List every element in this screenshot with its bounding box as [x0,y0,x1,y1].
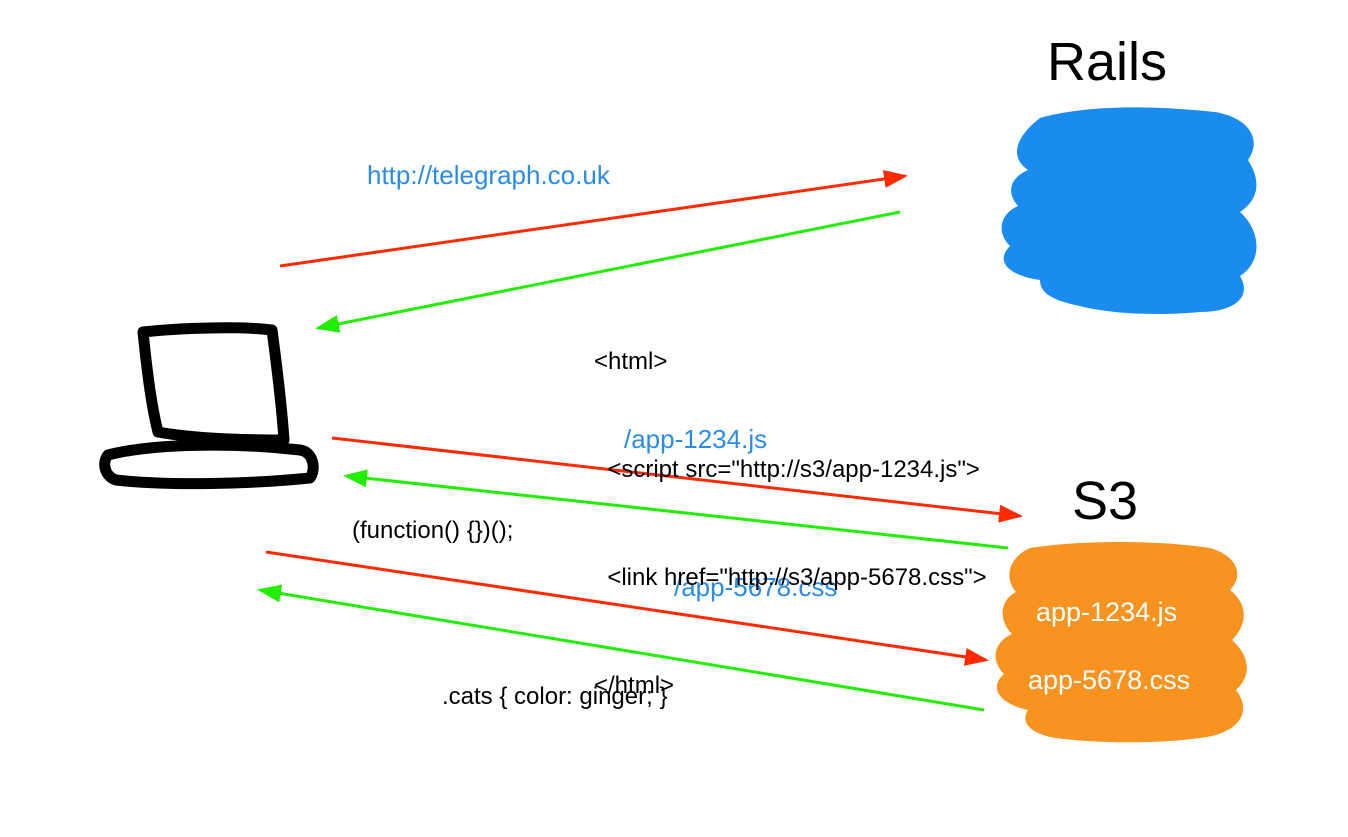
js-request-arrow [331,436,1023,523]
html-response-code: <html> <script src="http://s3/app-1234.j… [594,272,987,740]
js-request-label: /app-1234.js [624,424,768,454]
page-url-label: http://telegraph.co.uk [367,160,610,190]
html-line: <html> [594,348,668,375]
rails-title: Rails [1047,32,1168,92]
html-line: </html> [594,672,675,699]
s3-file-js: app-1234.js [1036,597,1178,627]
html-response-arrow [315,210,901,333]
css-request-label: /app-5678.css [674,572,838,602]
html-line: <script src="http://s3/app-1234.js"> [594,456,980,483]
html-line: <link href="http://s3/app-5678.css"> [594,564,987,591]
laptop-icon [99,322,319,490]
js-response-arrow [343,469,1009,550]
rails-cloud-icon [1001,107,1257,314]
css-response-arrow [257,584,985,712]
css-request-arrow [265,550,989,666]
page-request-arrow [279,170,908,268]
js-response-body: (function() {})(); [352,517,514,544]
s3-file-css: app-5678.css [1028,665,1191,695]
s3-title: S3 [1072,471,1139,531]
s3-cloud-icon [995,542,1247,743]
css-response-body: .cats { color: ginger; } [442,683,668,710]
